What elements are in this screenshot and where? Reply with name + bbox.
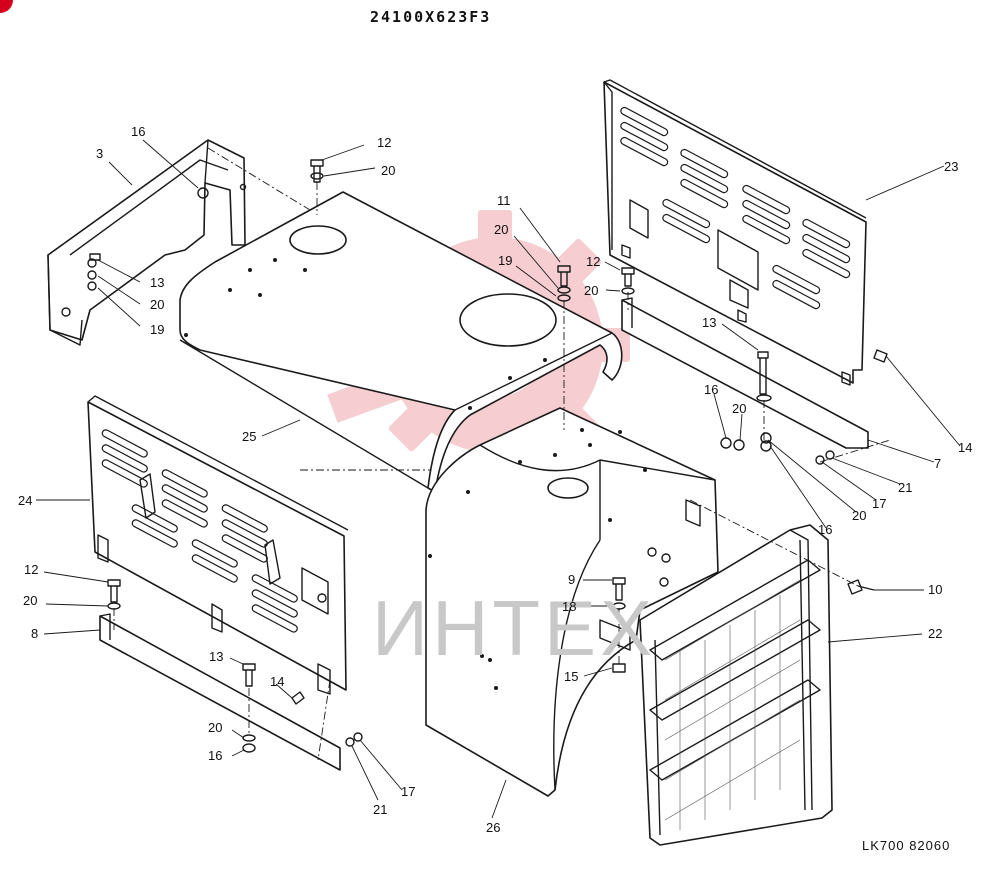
callout-19: 19 <box>498 253 512 268</box>
callout-25: 25 <box>242 429 256 444</box>
drawing-code: LK700 82060 <box>862 838 950 853</box>
part-26-side-box <box>425 407 719 797</box>
callout-17: 17 <box>401 784 415 799</box>
part-22-grille-door <box>639 524 833 846</box>
assembly-lines <box>113 147 891 761</box>
corner-badge <box>0 0 13 13</box>
callout-12: 12 <box>377 135 391 150</box>
callout-12: 12 <box>586 254 600 269</box>
callout-15: 15 <box>564 669 578 684</box>
callout-8: 8 <box>31 626 38 641</box>
callout-17: 17 <box>872 496 886 511</box>
callout-20: 20 <box>150 297 164 312</box>
callout-14: 14 <box>958 440 972 455</box>
callout-9: 9 <box>568 572 575 587</box>
callout-21: 21 <box>373 802 387 817</box>
part-3-end-cover <box>47 139 247 346</box>
callout-19: 19 <box>150 322 164 337</box>
diagram-title: 24100X623F3 <box>370 8 491 26</box>
callout-16: 16 <box>704 382 718 397</box>
callout-13: 13 <box>209 649 223 664</box>
part-23-rear-panel <box>603 79 869 449</box>
callout-labels: 3 16 13 20 19 12 20 25 11 20 19 12 20 13… <box>18 124 972 835</box>
callout-16: 16 <box>818 522 832 537</box>
callout-20: 20 <box>208 720 222 735</box>
callout-20: 20 <box>732 401 746 416</box>
callout-3: 3 <box>96 146 103 161</box>
callout-23: 23 <box>944 159 958 174</box>
callout-13: 13 <box>702 315 716 330</box>
callout-20: 20 <box>23 593 37 608</box>
part-24-front-panel <box>87 395 349 771</box>
callout-13: 13 <box>150 275 164 290</box>
callout-22: 22 <box>928 626 942 641</box>
callout-16: 16 <box>208 748 222 763</box>
callout-20: 20 <box>852 508 866 523</box>
callout-12: 12 <box>24 562 38 577</box>
leader-lines <box>36 139 961 819</box>
callout-21: 21 <box>898 480 912 495</box>
callout-26: 26 <box>486 820 500 835</box>
callout-20: 20 <box>584 283 598 298</box>
callout-7: 7 <box>934 456 941 471</box>
callout-14: 14 <box>270 674 284 689</box>
callout-20: 20 <box>494 222 508 237</box>
callout-18: 18 <box>562 599 576 614</box>
callout-20: 20 <box>381 163 395 178</box>
callout-16: 16 <box>131 124 145 139</box>
callout-10: 10 <box>928 582 942 597</box>
callout-11: 11 <box>497 193 511 208</box>
watermark-text: ИНТЕХ <box>372 584 656 672</box>
callout-24: 24 <box>18 493 32 508</box>
